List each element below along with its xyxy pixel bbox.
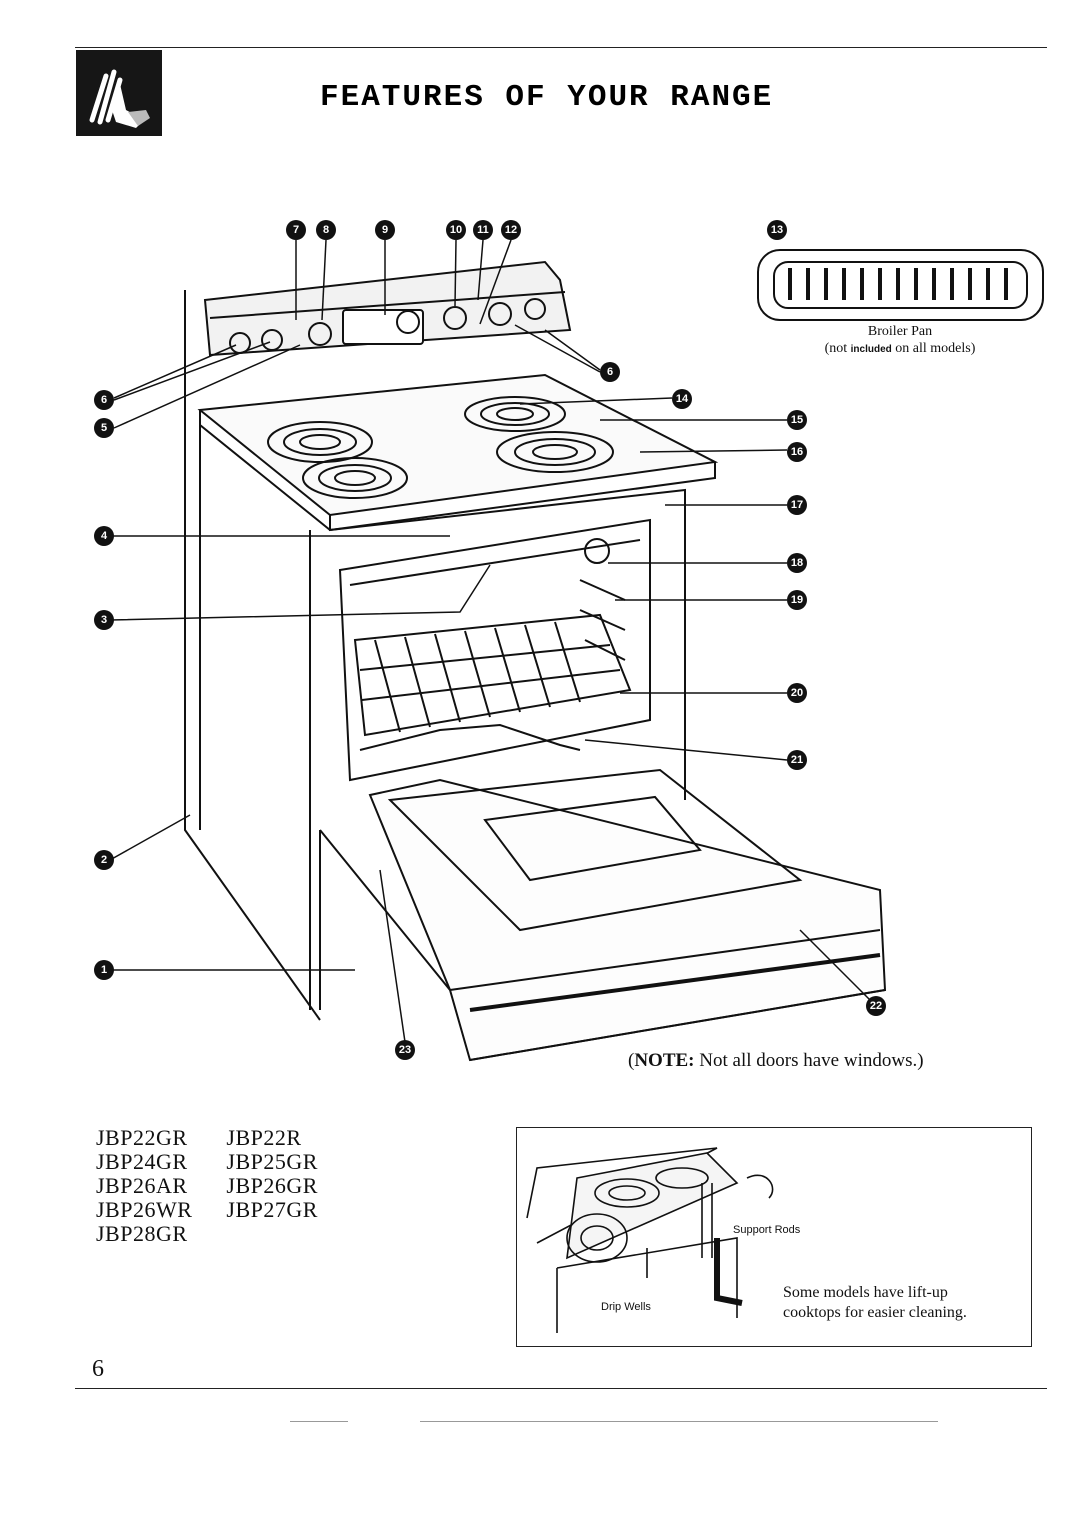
callout-9: 9 [375, 220, 395, 240]
callout-6-left: 6 [94, 390, 114, 410]
callout-20: 20 [787, 683, 807, 703]
callout-11: 11 [473, 220, 493, 240]
callout-18: 18 [787, 553, 807, 573]
support-rods-label: Support Rods [733, 1224, 801, 1236]
lift-up-cooktop-inset: Support Rods Drip Wells Some models have… [516, 1127, 1032, 1347]
inset-caption-line1: Some models have lift-up [783, 1284, 948, 1301]
model-number: JBP27GR [226, 1197, 318, 1222]
model-number: JBP24GR [96, 1149, 188, 1174]
model-number: JBP26AR [96, 1173, 188, 1198]
callout-12: 12 [501, 220, 521, 240]
callout-3: 3 [94, 610, 114, 630]
lift-up-cooktop-illustration [526, 1147, 774, 1333]
model-number: JBP28GR [96, 1221, 188, 1246]
callout-8: 8 [316, 220, 336, 240]
broiler-pan-note: (not included on all models) [824, 341, 976, 356]
model-row: JBP26AR JBP26GR [96, 1174, 352, 1198]
model-number: JBP26WR [96, 1197, 193, 1222]
callout-13: 13 [767, 220, 787, 240]
callout-10: 10 [446, 220, 466, 240]
callout-4: 4 [94, 526, 114, 546]
callout-15: 15 [787, 410, 807, 430]
callout-19: 19 [787, 590, 807, 610]
hand-pointing-icon [89, 69, 150, 128]
broiler-pan-caption: Broiler Pan (not included on all models) [790, 323, 1010, 358]
model-row: JBP28GR [96, 1222, 352, 1246]
callout-22: 22 [866, 996, 886, 1016]
page-number: 6 [92, 1356, 104, 1382]
model-number: JBP26GR [226, 1173, 318, 1198]
model-number: JBP22R [226, 1125, 302, 1150]
page-title: FEATURES OF YOUR RANGE [320, 80, 774, 115]
callout-23: 23 [395, 1040, 415, 1060]
model-row: JBP24GR JBP25GR [96, 1150, 352, 1174]
model-number: JBP25GR [226, 1149, 318, 1174]
model-row: JBP26WR JBP27GR [96, 1198, 352, 1222]
callout-6-right: 6 [600, 362, 620, 382]
door-note: (NOTE: Not all doors have windows.) [628, 1050, 924, 1071]
inset-caption-line2: cooktops for easier cleaning. [783, 1304, 967, 1321]
callout-1: 1 [94, 960, 114, 980]
logo-box [76, 50, 162, 136]
callout-5: 5 [94, 418, 114, 438]
drip-wells-label: Drip Wells [601, 1301, 651, 1313]
bottom-rule [75, 1388, 1047, 1389]
inset-caption: Some models have lift-up cooktops for ea… [783, 1283, 967, 1323]
model-number [226, 1222, 352, 1246]
footer-rule-short [290, 1421, 348, 1422]
model-number: JBP22GR [96, 1125, 188, 1150]
top-rule [75, 47, 1047, 48]
callout-7: 7 [286, 220, 306, 240]
door-note-label: NOTE: [634, 1050, 695, 1071]
door-note-text: Not all doors have windows. [699, 1050, 918, 1071]
broiler-pan-label: Broiler Pan [867, 324, 933, 339]
model-row: JBP22GR JBP22R [96, 1126, 352, 1150]
callout-16: 16 [787, 442, 807, 462]
callout-2: 2 [94, 850, 114, 870]
callout-14: 14 [672, 389, 692, 409]
callout-21: 21 [787, 750, 807, 770]
callout-17: 17 [787, 495, 807, 515]
footer-rule-long [420, 1421, 938, 1422]
